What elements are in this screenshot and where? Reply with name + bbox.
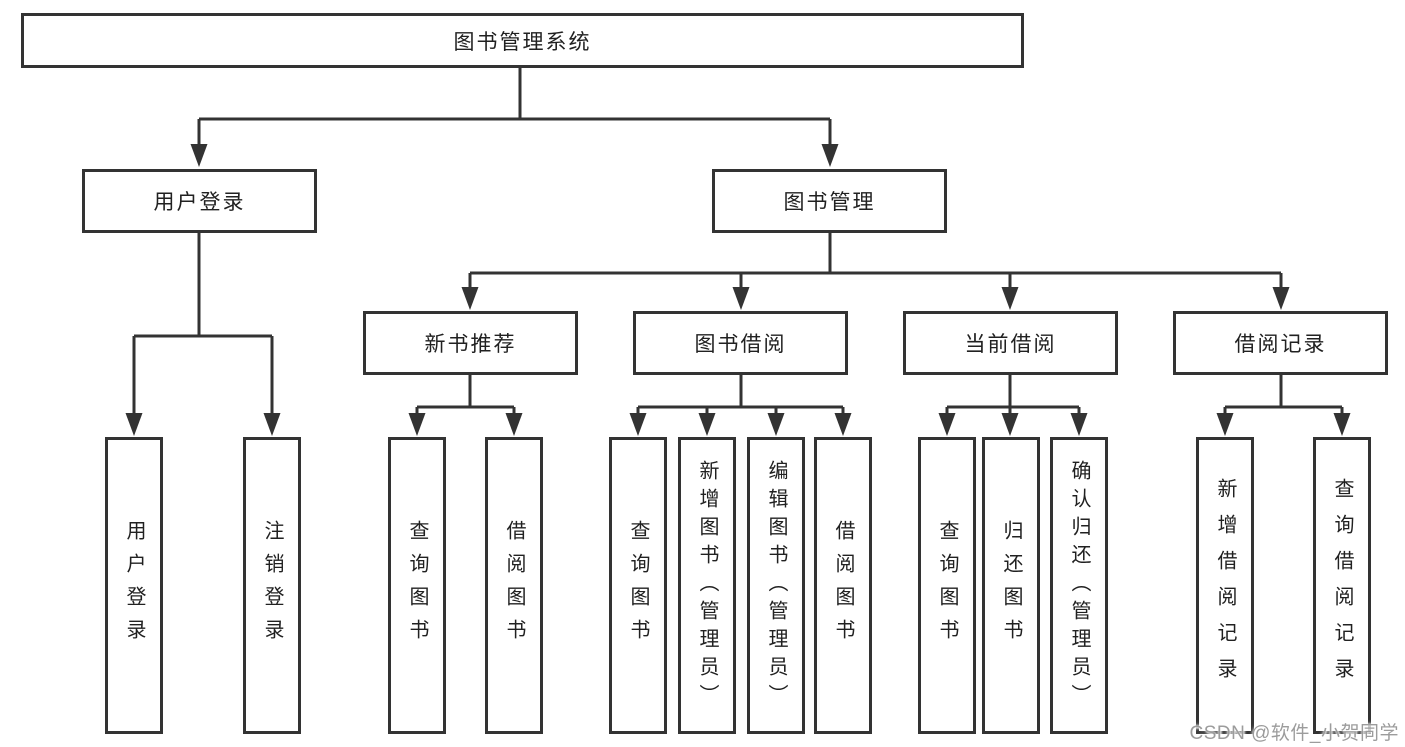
arrowhead-icon bbox=[1216, 413, 1234, 436]
node-label: 确认归还（管理员） bbox=[1068, 459, 1090, 712]
arrowhead-icon bbox=[190, 144, 208, 167]
node-current-borrow: 当前借阅 bbox=[903, 311, 1118, 375]
node-query-books-borrow: 查询图书 bbox=[609, 437, 667, 734]
arrowhead-icon bbox=[263, 413, 281, 436]
arrowhead-icon bbox=[125, 413, 143, 436]
node-label: 新增图书（管理员） bbox=[696, 459, 718, 712]
arrowhead-icon bbox=[1070, 413, 1088, 436]
node-return-books: 归还图书 bbox=[982, 437, 1040, 734]
node-label: 用户登录 bbox=[123, 519, 145, 652]
arrowhead-icon bbox=[505, 413, 523, 436]
node-label: 查询借阅记录 bbox=[1331, 477, 1353, 694]
node-label: 查询图书 bbox=[406, 519, 428, 652]
node-leaf-logout: 注销登录 bbox=[243, 437, 301, 734]
node-borrow-records: 借阅记录 bbox=[1173, 311, 1388, 375]
node-label: 新书推荐 bbox=[424, 333, 517, 356]
arrowhead-icon bbox=[1001, 287, 1019, 310]
arrowhead-icon bbox=[1272, 287, 1290, 310]
arrowhead-icon bbox=[408, 413, 426, 436]
node-borrow-books: 借阅图书 bbox=[814, 437, 872, 734]
arrowheads bbox=[125, 144, 1351, 436]
arrowhead-icon bbox=[698, 413, 716, 436]
arrowhead-icon bbox=[732, 287, 750, 310]
node-confirm-return-admin: 确认归还（管理员） bbox=[1050, 437, 1108, 734]
node-leaf-user-login: 用户登录 bbox=[105, 437, 163, 734]
node-label: 新增借阅记录 bbox=[1214, 477, 1236, 694]
arrowhead-icon bbox=[938, 413, 956, 436]
arrowhead-icon bbox=[1333, 413, 1351, 436]
arrowhead-icon bbox=[821, 144, 839, 167]
node-label: 图书借阅 bbox=[694, 333, 787, 356]
node-label: 图书管理系统 bbox=[453, 30, 592, 54]
node-query-books-recommend: 查询图书 bbox=[388, 437, 446, 734]
watermark-csdn: CSDN @软件_小贺同学 bbox=[1189, 723, 1399, 744]
node-label: 用户登录 bbox=[153, 191, 246, 214]
node-label: 借阅图书 bbox=[503, 519, 525, 652]
node-label: 借阅图书 bbox=[832, 519, 854, 652]
node-label: 归还图书 bbox=[1000, 519, 1022, 652]
node-edit-books-admin: 编辑图书（管理员） bbox=[747, 437, 805, 734]
arrowhead-icon bbox=[461, 287, 479, 310]
node-label: 查询图书 bbox=[936, 519, 958, 652]
node-add-borrow-record: 新增借阅记录 bbox=[1196, 437, 1254, 734]
node-add-books-admin: 新增图书（管理员） bbox=[678, 437, 736, 734]
node-user-login: 用户登录 bbox=[82, 169, 317, 233]
node-query-borrow-record: 查询借阅记录 bbox=[1313, 437, 1371, 734]
node-query-books-current: 查询图书 bbox=[918, 437, 976, 734]
node-label: 编辑图书（管理员） bbox=[765, 459, 787, 712]
node-new-book-recommend: 新书推荐 bbox=[363, 311, 578, 375]
node-label: 当前借阅 bbox=[964, 333, 1057, 356]
node-label: 借阅记录 bbox=[1234, 333, 1327, 356]
arrowhead-icon bbox=[1001, 413, 1019, 436]
node-label: 查询图书 bbox=[627, 519, 649, 652]
node-book-borrow: 图书借阅 bbox=[633, 311, 848, 375]
node-label: 图书管理 bbox=[783, 191, 876, 214]
arrowhead-icon bbox=[629, 413, 647, 436]
node-library-management-system: 图书管理系统 bbox=[21, 13, 1024, 68]
arrowhead-icon bbox=[767, 413, 785, 436]
node-label: 注销登录 bbox=[261, 519, 283, 652]
arrowhead-icon bbox=[834, 413, 852, 436]
node-book-management: 图书管理 bbox=[712, 169, 947, 233]
node-borrow-books-recommend: 借阅图书 bbox=[485, 437, 543, 734]
